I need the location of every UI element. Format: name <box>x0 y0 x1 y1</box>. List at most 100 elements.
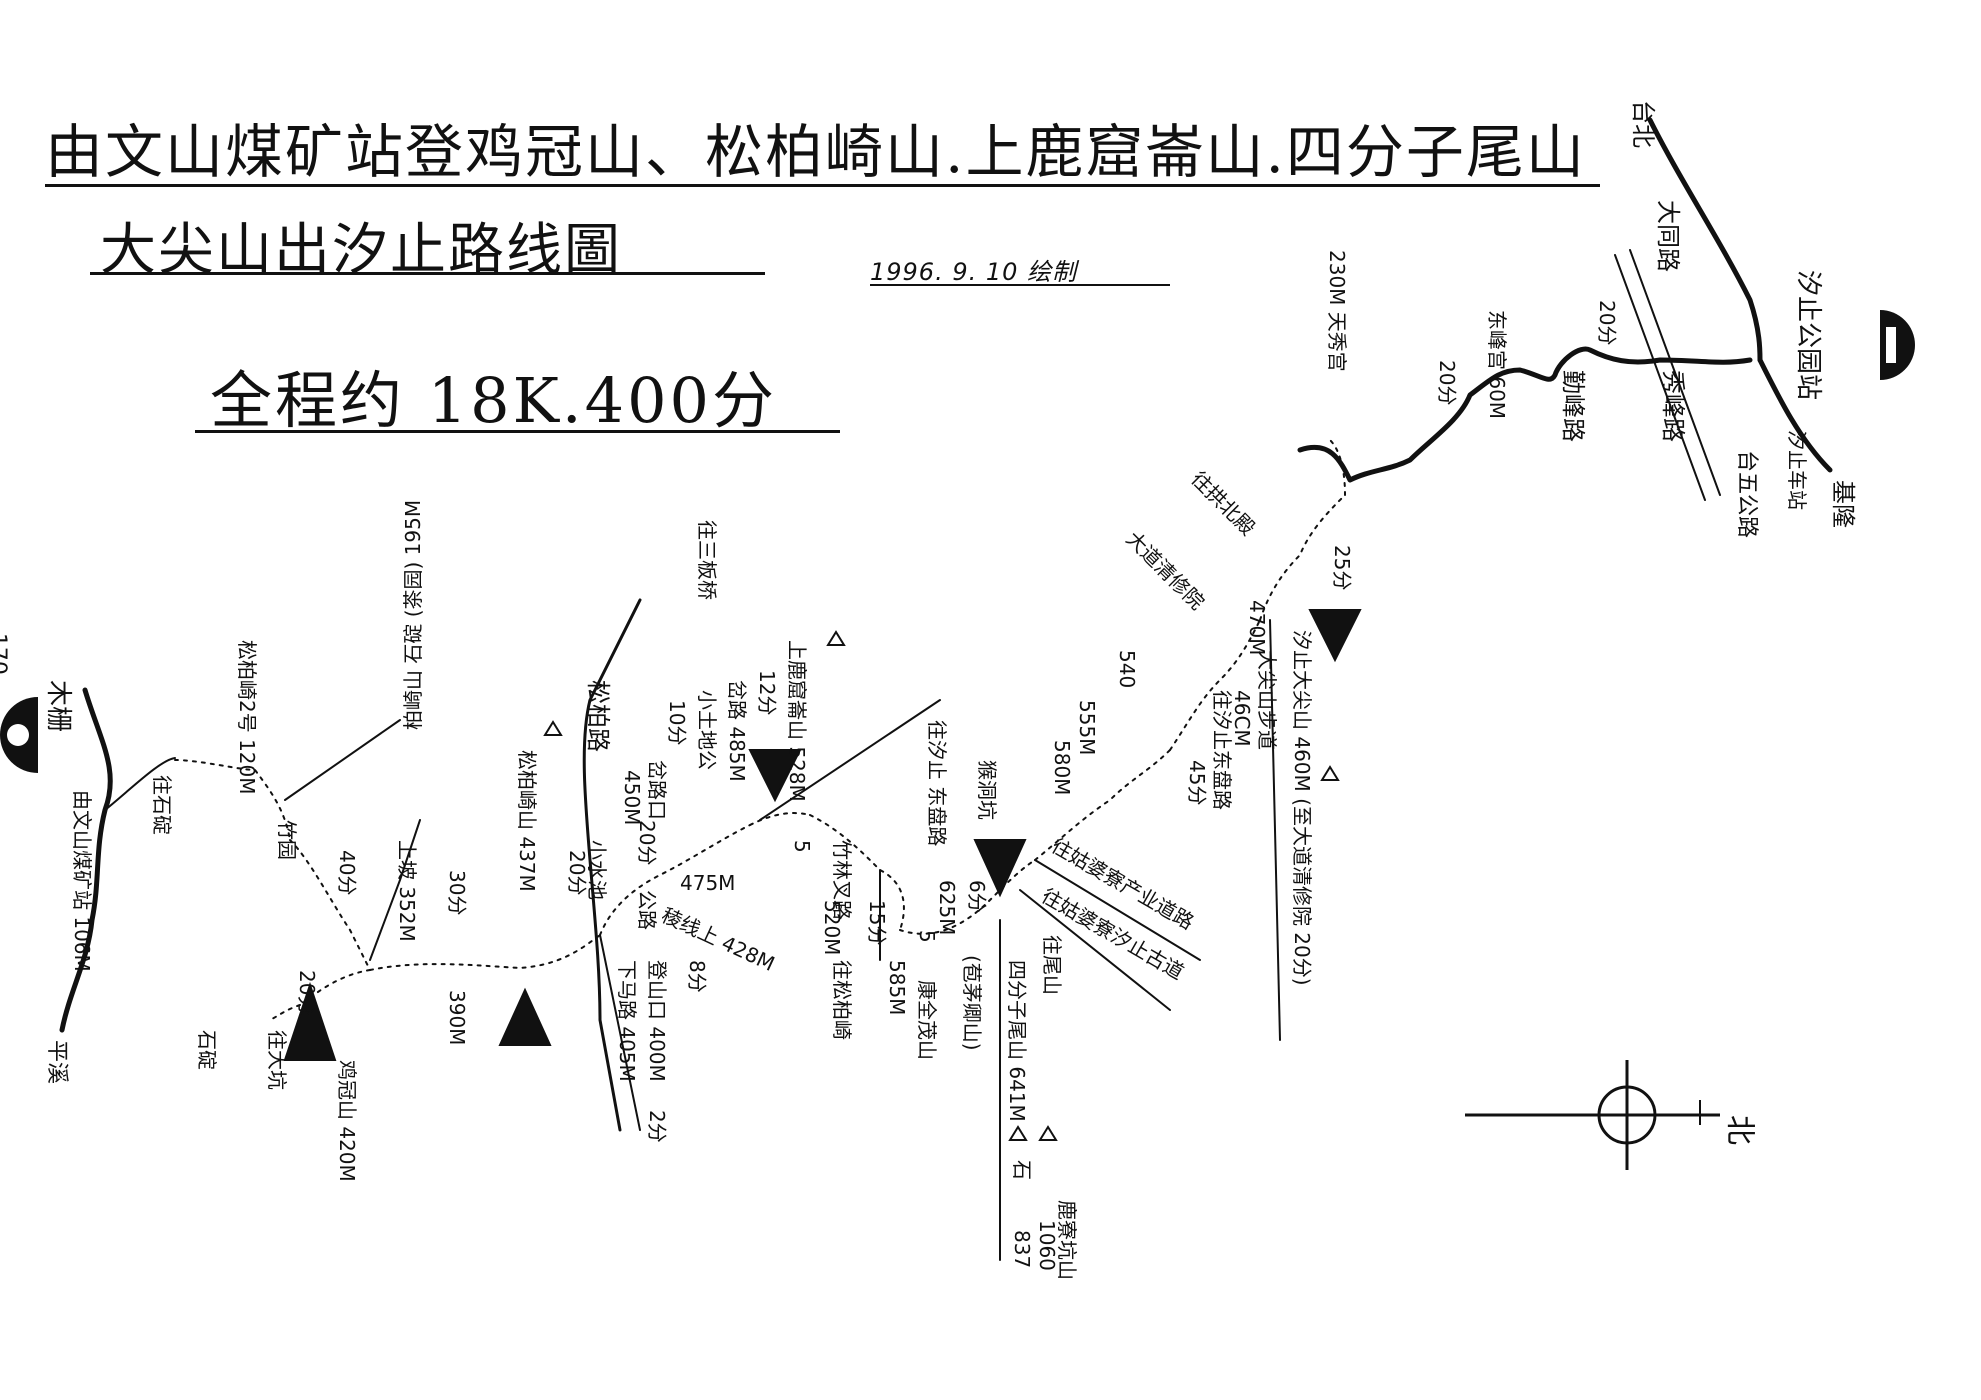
compass <box>1465 1060 1720 1170</box>
trail-to-stonding <box>269 1004 301 1021</box>
xiama-road <box>599 934 641 1131</box>
label-to-xizhi-dongpan-b: 往汐止东盘路 <box>1210 690 1234 810</box>
label-small-pond: 小水池 <box>585 840 609 900</box>
railway-1 <box>1614 254 1706 501</box>
label-475m: 475M <box>680 871 735 895</box>
line-branch-west <box>759 699 941 821</box>
label-tudigong: 小土地公 <box>695 690 719 770</box>
label-30min: 30分 <box>445 870 469 915</box>
label-trailhead-400: 登山口 400M <box>645 960 669 1082</box>
label-45min: 45分 <box>1185 760 1209 805</box>
label-to-weishan: 往尾山 <box>1040 935 1064 995</box>
label-tai5-road: 台五公路 <box>1734 450 1759 538</box>
label-songbai-no2: 松柏崎2号 120M <box>235 640 259 795</box>
label-40min: 40分 <box>335 850 359 895</box>
small-peak-icon-2 <box>826 630 846 646</box>
label-tianxiu-temple: 230M 天秀宫 <box>1325 250 1349 372</box>
label-keelung: 基隆 <box>1829 480 1857 528</box>
small-peak-icon-4 <box>1008 1125 1028 1141</box>
label-songbai-peak: 松柏崎山 437M <box>515 750 539 892</box>
road-xizhi <box>1297 346 1753 483</box>
trail-west-1 <box>174 759 291 841</box>
title-underline-1 <box>45 184 1600 187</box>
label-2min: 2分 <box>645 1110 669 1143</box>
station-muzha <box>0 697 38 773</box>
label-20min-b: 20分 <box>565 850 589 895</box>
label-shangluku-peak: 上鹿窟崙山 528M <box>785 640 809 802</box>
trail-main-8 <box>1259 494 1346 621</box>
label-20min-e: 20分 <box>1595 300 1619 345</box>
line-branch-east-2 <box>1019 889 1171 1011</box>
station-xizhi-park <box>1880 310 1915 380</box>
small-peak-icon-1 <box>543 720 563 736</box>
label-5b: 5 <box>915 930 939 943</box>
label-12min: 12分 <box>755 670 779 715</box>
trail-main-3 <box>749 812 811 826</box>
label-bamboo-fork: 竹林叉路 <box>830 840 854 920</box>
label-520m: 520M <box>820 900 844 955</box>
total-underline <box>195 430 840 433</box>
label-fork-485: 岔路 485M <box>725 680 749 782</box>
label-625m: 625M <box>935 880 959 935</box>
trail-main-7 <box>1169 619 1261 751</box>
label-qinfeng-road: 勤峰路 <box>1559 370 1587 442</box>
road-west-branch <box>104 757 176 811</box>
label-xiufeng-road: 秀峰路 <box>1659 370 1687 442</box>
label-20min-a: 20分 <box>295 970 319 1015</box>
peak-shangluku-icon <box>748 749 802 803</box>
label-xiama-road: 下马路 405M <box>615 960 639 1082</box>
title-underline-2 <box>90 272 765 275</box>
line-branch-east <box>1034 859 1201 961</box>
label-sifenzi-peak: 四分子尾山 641M <box>1005 960 1029 1122</box>
road-datong <box>1647 117 1763 363</box>
label-dadao-temple: 大道清修院 <box>1121 527 1209 615</box>
label-lukuokeng: 鹿寮坑山 <box>1055 1200 1079 1280</box>
label-dajian-trail: 大尖山步道 <box>1255 650 1279 750</box>
label-837: 837 <box>1010 1230 1034 1268</box>
label-46cm: 46CM <box>1230 690 1254 747</box>
label-8min: 8分 <box>685 960 709 993</box>
label-public-road: 公路 <box>635 890 659 930</box>
label-baomaoqing: (苞茅卿山) <box>960 955 984 1051</box>
label-1060: 1060 <box>1035 1220 1059 1271</box>
compass-north-label: 北 <box>1722 1115 1757 1145</box>
label-to-songbaiqi: 往松柏崎 <box>830 960 854 1040</box>
date-underline <box>870 284 1170 286</box>
label-fork: 岔路口 <box>645 760 669 820</box>
label-20min-c: 20分 <box>635 820 659 865</box>
label-dongfeng-temple: 东峰宫 60M <box>1485 310 1509 419</box>
map-title-line1: 由文山煤矿站登鸡冠山、松柏崎山.上鹿窟崙山.四分子尾山 <box>45 118 1586 186</box>
label-to-shiding: 往石碇 <box>150 775 174 835</box>
line-down-2 <box>1269 619 1281 1041</box>
label-baiqi-tea: 柏崎山 石碇 (茶园) 195M <box>401 500 425 730</box>
label-houdongkeng: 猴洞坑 <box>975 760 999 820</box>
station-muzha-label: 木栅 <box>43 680 73 732</box>
label-xizhi-dajian-peak: 汐止大尖山 460M (至大道清修院 20分) <box>1290 630 1314 986</box>
label-songbai-road: 松柏路 <box>584 680 612 752</box>
label-25min: 25分 <box>1330 545 1354 590</box>
peak-jiguan-icon <box>283 981 337 1061</box>
label-stone: 石 <box>1010 1160 1034 1180</box>
station-xizhi-label: 汐止公园站 <box>1793 270 1823 400</box>
label-470m: 470M <box>1245 600 1269 655</box>
label-5a: 5 <box>790 840 814 853</box>
peak-sifenzi-icon <box>973 839 1027 898</box>
path-to-shiding <box>369 819 421 961</box>
peak-dajian-icon <box>1308 609 1362 663</box>
small-peak-icon-3 <box>1320 765 1340 781</box>
label-to-gongbei-hall: 往拱北殿 <box>1186 467 1260 541</box>
label-6min: 6分 <box>965 880 989 913</box>
label-540: 540 <box>1115 650 1139 688</box>
trail-main-9 <box>1329 439 1346 496</box>
trail-main-6 <box>1034 749 1171 861</box>
label-kangquanmao: 康全茂山 <box>915 980 939 1060</box>
label-pingxi: 平溪 <box>44 1040 69 1084</box>
label-to-sanbanqiao: 往三板桥 <box>695 520 719 600</box>
label-jiguan-peak: 鸡冠山 420M <box>335 1060 359 1182</box>
label-xizhi-station: 汐止车站 <box>1785 430 1809 510</box>
label-datong-road: 大同路 <box>1654 200 1682 272</box>
trail-main-1 <box>369 934 601 971</box>
road-tai5 <box>1757 357 1833 473</box>
label-585m: 585M <box>885 960 909 1015</box>
drawn-date: 1996. 9. 10 绘制 <box>870 258 1078 286</box>
